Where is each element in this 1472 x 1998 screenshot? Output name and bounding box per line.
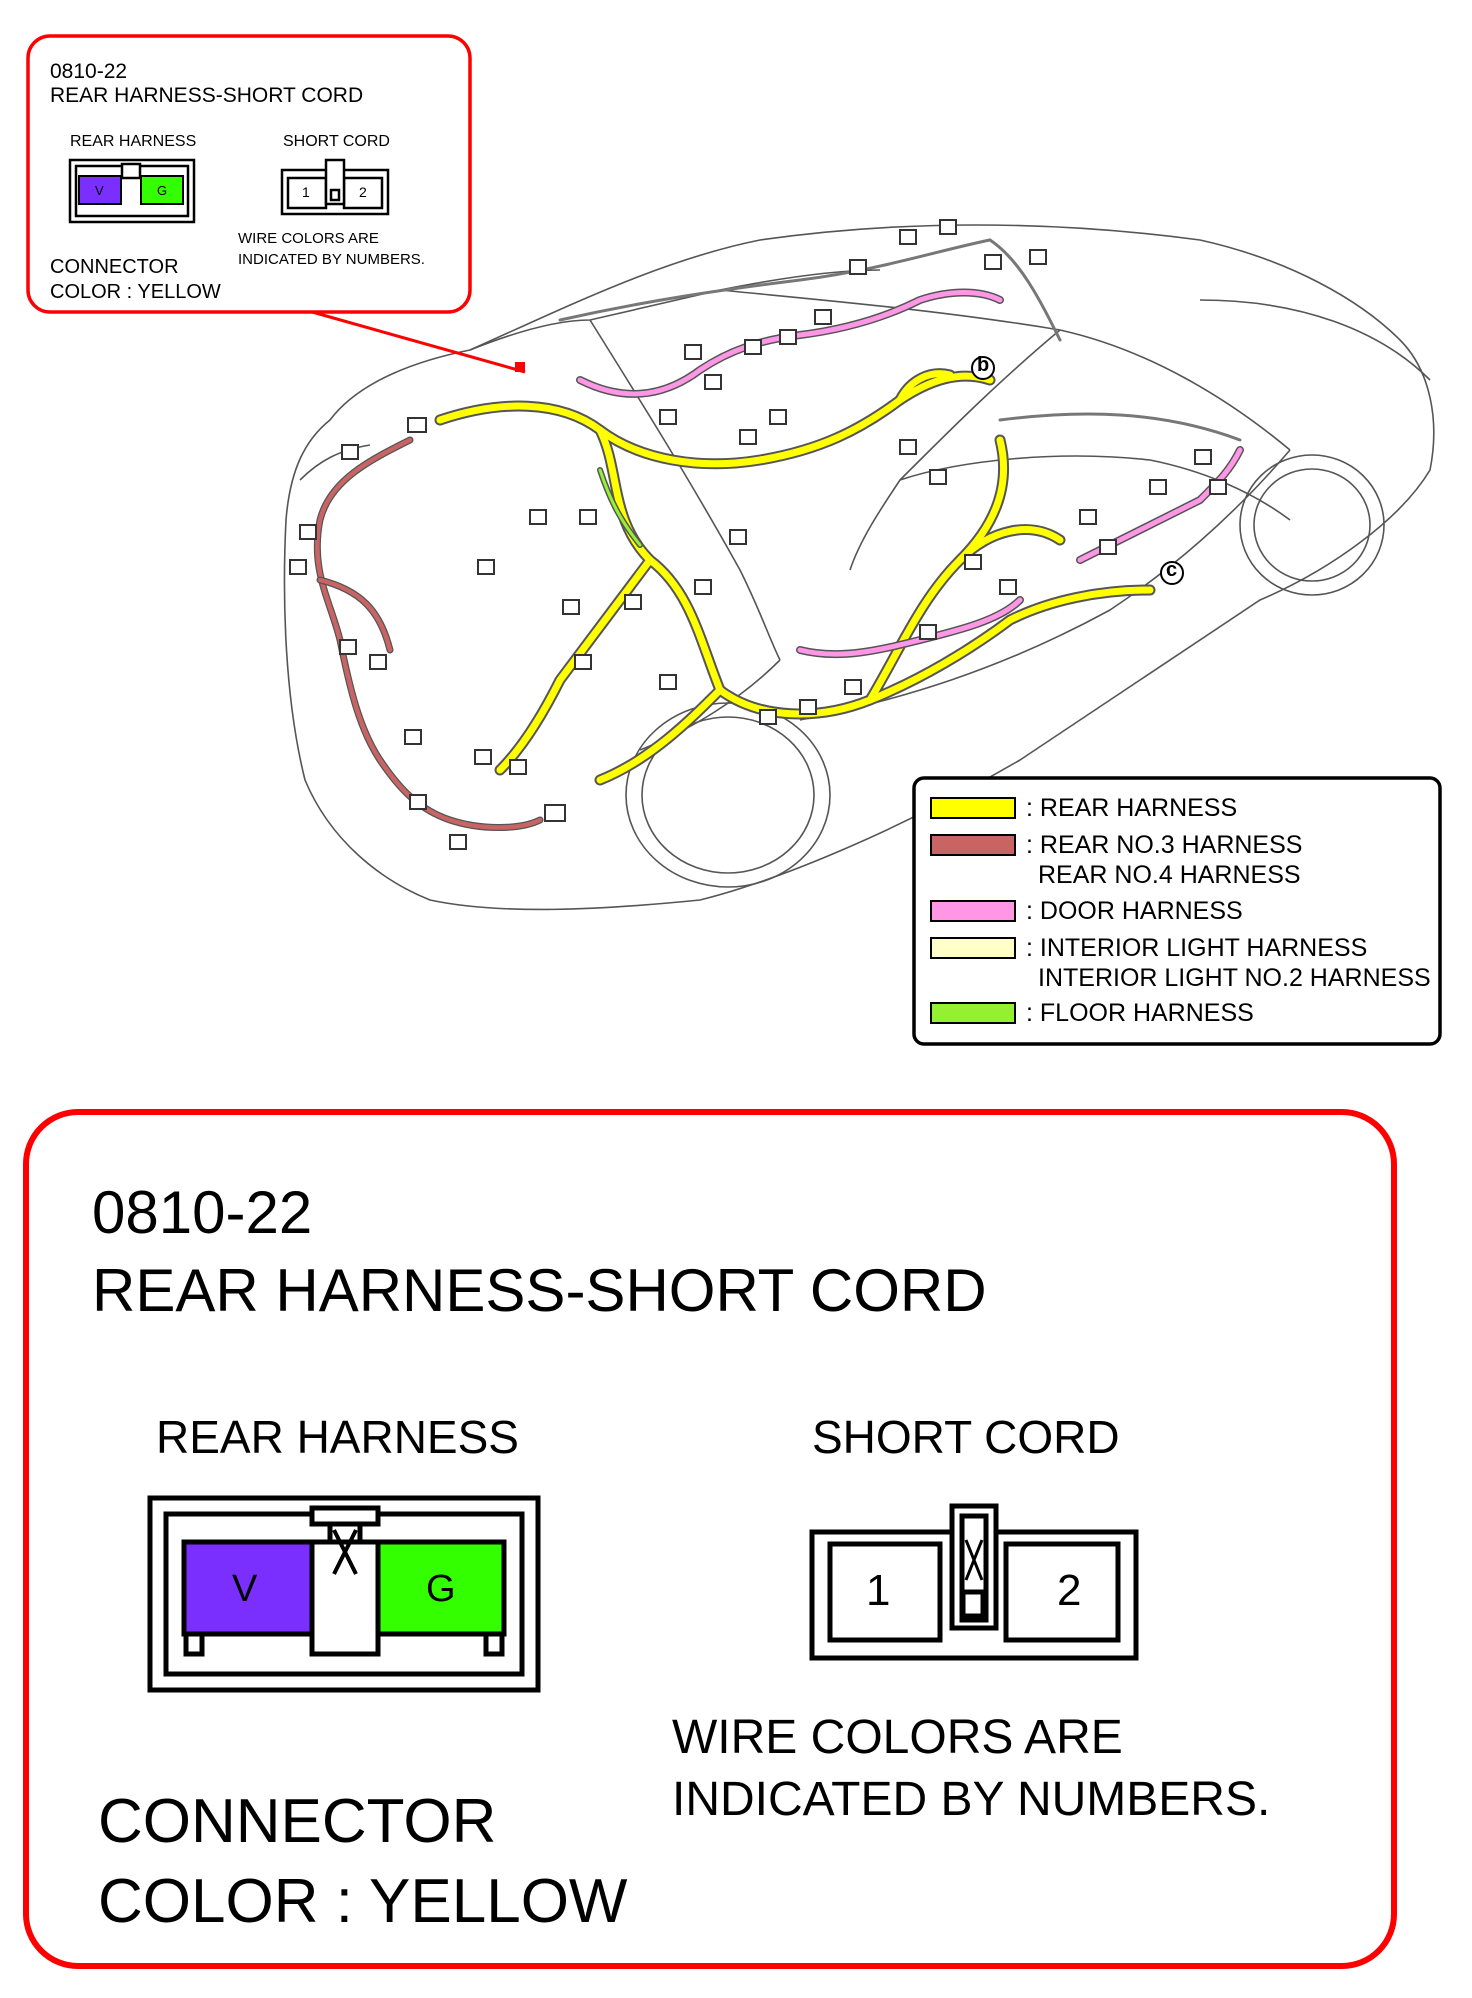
legend: : REAR HARNESS : REAR NO.3 HARNESS REAR … — [930, 794, 1431, 1034]
legend-label: : REAR NO.3 HARNESS — [1026, 831, 1303, 859]
small-pin-2: 2 — [359, 184, 367, 200]
marker-c: c — [1166, 559, 1178, 581]
legend-swatch-rear-harness — [930, 797, 1016, 819]
small-rear-harness-label: REAR HARNESS — [70, 133, 197, 150]
small-pin-v: V — [95, 183, 104, 198]
detail-title: REAR HARNESS-SHORT CORD — [92, 1257, 987, 1324]
legend-swatch-floor-harness — [930, 1002, 1016, 1024]
small-connector-line-1: CONNECTOR — [50, 256, 179, 278]
marker-b: b — [977, 354, 990, 376]
small-callout-code: 0810-22 — [50, 60, 128, 83]
small-short-cord-label: SHORT CORD — [283, 133, 390, 150]
legend-swatch-rear-no3-harness — [930, 834, 1016, 856]
legend-swatch-interior-light-harness — [930, 937, 1016, 959]
legend-label: : FLOOR HARNESS — [1026, 999, 1254, 1027]
legend-frame — [912, 776, 1442, 1046]
detail-wire-note-2: INDICATED BY NUMBERS. — [672, 1773, 1271, 1826]
detail-code: 0810-22 — [92, 1179, 313, 1246]
detail-pin-g: G — [426, 1568, 456, 1610]
small-callout-frame — [26, 34, 472, 314]
legend-label: : DOOR HARNESS — [1026, 897, 1243, 925]
legend-label: : REAR HARNESS — [1026, 794, 1238, 822]
small-callout-title: REAR HARNESS-SHORT CORD — [50, 84, 364, 107]
small-pin-g: G — [157, 183, 168, 198]
small-connector-line-2: COLOR : YELLOW — [50, 281, 221, 303]
small-pin-1: 1 — [302, 184, 310, 200]
detail-pin-v: V — [232, 1568, 258, 1610]
small-wire-note-2: INDICATED BY NUMBERS. — [238, 251, 425, 268]
legend-label: : INTERIOR LIGHT HARNESS — [1026, 934, 1368, 962]
detail-rear-harness-label: REAR HARNESS — [156, 1411, 519, 1463]
legend-label: INTERIOR LIGHT NO.2 HARNESS — [1038, 964, 1431, 992]
detail-connector-line-1: CONNECTOR — [98, 1787, 497, 1856]
small-wire-note-1: WIRE COLORS ARE — [238, 230, 379, 247]
detail-callout-frame — [23, 1109, 1397, 1969]
legend-label: REAR NO.4 HARNESS — [1038, 861, 1301, 889]
detail-pin-2: 2 — [1057, 1566, 1082, 1615]
detail-wire-note-1: WIRE COLORS ARE — [672, 1711, 1123, 1764]
detail-connector-line-2: COLOR : YELLOW — [98, 1867, 628, 1936]
detail-pin-1: 1 — [866, 1566, 891, 1615]
detail-short-cord-label: SHORT CORD — [812, 1411, 1120, 1463]
legend-swatch-door-harness — [930, 900, 1016, 922]
